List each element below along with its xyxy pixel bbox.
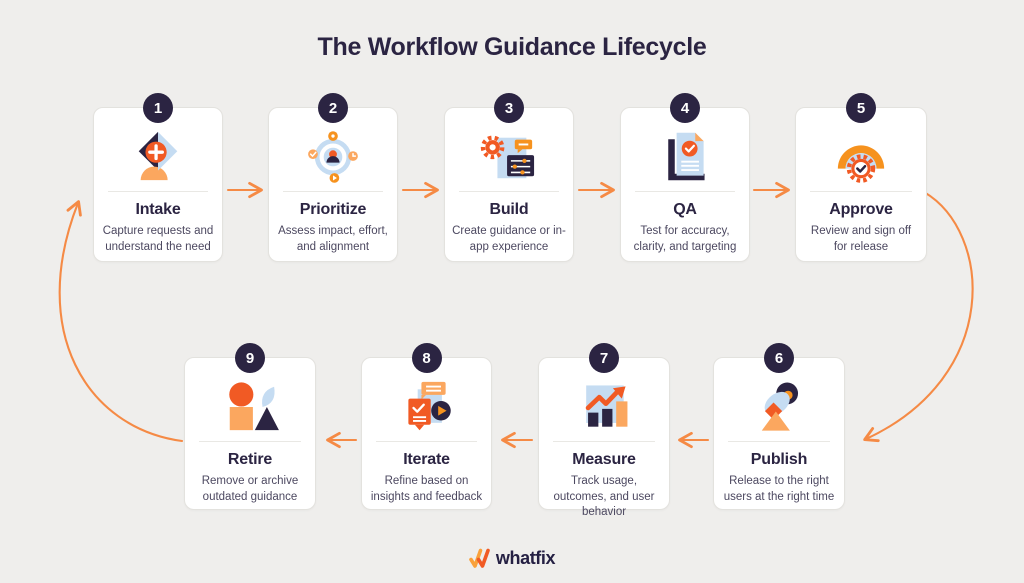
intake-icon [94, 129, 222, 185]
card-divider [199, 441, 301, 442]
step-card-qa: 4 QA Test for accuracy, clarity, and tar… [620, 93, 750, 262]
card-divider [553, 441, 655, 442]
step-number-badge: 7 [589, 343, 619, 373]
step-description: Assess impact, effort, and alignment [278, 225, 388, 253]
card-divider [108, 191, 208, 192]
step-title: Publish [750, 451, 808, 468]
step-description: Remove or archive outdated guidance [201, 475, 299, 503]
step-number-badge: 4 [670, 93, 700, 123]
step-title: Iterate [403, 451, 450, 468]
card-divider [635, 191, 735, 192]
step-card-publish: 6 Publish Release to the right users at … [713, 343, 845, 510]
card-divider [376, 441, 477, 442]
card-divider [810, 191, 912, 192]
step-number-badge: 6 [764, 343, 794, 373]
step-description: Test for accuracy, clarity, and targetin… [633, 225, 737, 253]
step-number-badge: 8 [411, 343, 442, 373]
step-title: Prioritize [299, 201, 367, 218]
step-description: Create guidance or in-app experience [452, 225, 566, 253]
whatfix-logo-mark [469, 548, 490, 568]
step-description: Review and sign off for release [810, 225, 912, 253]
step-description: Track usage, outcomes, and user behavior [553, 475, 655, 519]
iterate-icon [362, 379, 491, 435]
step-card-approve: 5 Approve Review and sign off for releas… [795, 93, 927, 262]
step-card-measure: 7 Measure Track usage, outcomes, and use… [538, 343, 670, 518]
step-card-iterate: 8 Iterate Refine based on insights and f… [361, 343, 492, 510]
step-number-badge: 5 [846, 93, 876, 123]
step-description: Capture requests and understand the need [102, 225, 214, 253]
step-title: Retire [227, 451, 273, 468]
card-divider [459, 191, 559, 192]
step-number-badge: 1 [143, 93, 173, 123]
whatfix-logo-text: whatfix [495, 548, 556, 568]
step-number-badge: 2 [318, 93, 348, 123]
step-card-build: 3 Build Create guidance or in-app experi… [444, 93, 574, 262]
step-card-retire: 9 Retire Remove or archive outdated guid… [184, 343, 316, 510]
step-title: QA [673, 201, 697, 218]
step-title: Approve [829, 201, 893, 218]
step-description: Release to the right users at the right … [723, 475, 835, 503]
prioritize-icon [269, 129, 397, 185]
approve-icon [796, 129, 926, 185]
card-divider [728, 441, 830, 442]
qa-icon [621, 129, 749, 185]
step-card-intake: 1 Intake Capture requests and understand… [93, 93, 223, 262]
card-divider [283, 191, 383, 192]
step-title: Build [489, 201, 529, 218]
build-icon [445, 129, 573, 185]
step-number-badge: 9 [235, 343, 265, 373]
step-number-badge: 3 [494, 93, 524, 123]
measure-icon [539, 379, 669, 435]
step-title: Intake [135, 201, 181, 218]
step-description: Refine based on insights and feedback [370, 475, 483, 503]
step-title: Measure [572, 451, 636, 468]
retire-icon [185, 379, 315, 435]
whatfix-logo: whatfix [0, 548, 1024, 569]
publish-icon [714, 379, 844, 435]
step-card-prioritize: 2 Prioritize Assess impact, effort, and … [268, 93, 398, 262]
page-title: The Workflow Guidance Lifecycle [317, 33, 707, 61]
